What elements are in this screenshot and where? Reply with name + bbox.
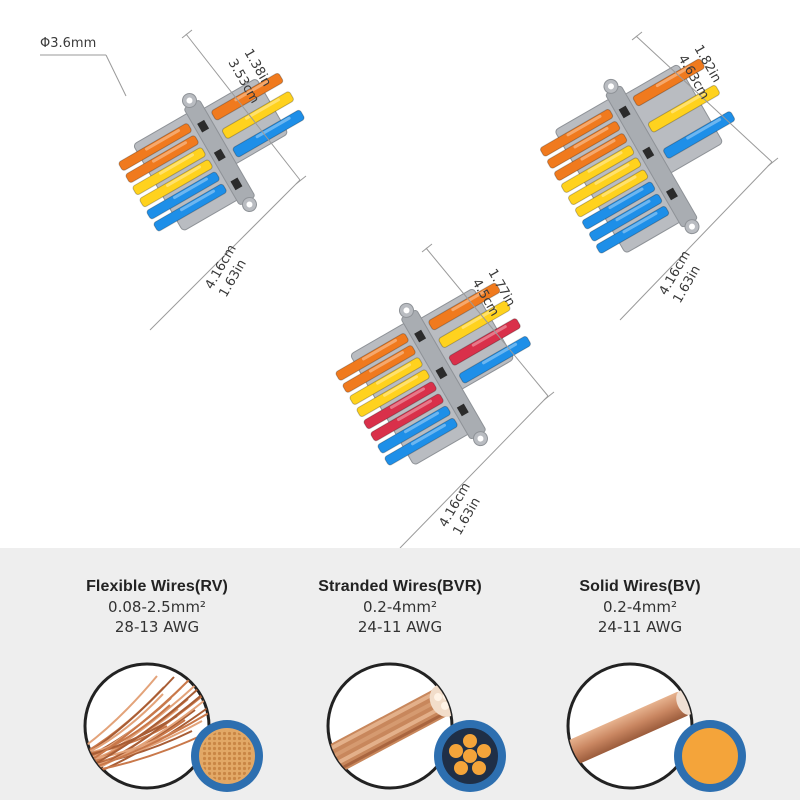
- lever-red[interactable]: [370, 393, 444, 442]
- lever-yellow[interactable]: [139, 159, 213, 208]
- wire-cross-section: 0.2-4mm²: [362, 598, 438, 616]
- lever-orange[interactable]: [632, 58, 705, 107]
- lever-orange[interactable]: [553, 133, 628, 182]
- lever-orange[interactable]: [125, 135, 199, 184]
- stranded-wire-icon: [326, 662, 506, 792]
- connector-9-3: [539, 58, 736, 254]
- lever-red[interactable]: [363, 381, 437, 430]
- lever-blue[interactable]: [153, 183, 227, 232]
- wire-awg: 24-11 AWG: [357, 618, 443, 636]
- hole-label-leader: [105, 54, 127, 97]
- dimensions-c3: 1.77in 4.5cm 4.16cm 1.63in: [399, 243, 555, 549]
- wire-cross-section: 0.08-2.5mm²: [108, 598, 206, 616]
- lever-orange[interactable]: [428, 282, 501, 331]
- lever-orange[interactable]: [211, 72, 284, 121]
- lever-yellow[interactable]: [356, 369, 430, 418]
- lever-yellow[interactable]: [567, 157, 642, 206]
- wire-type-solid: Solid Wires(BV) 0.2-4mm² 24-11 AWG: [520, 578, 760, 636]
- lever-red[interactable]: [448, 318, 521, 367]
- lever-yellow[interactable]: [438, 300, 511, 349]
- lever-orange[interactable]: [546, 121, 621, 170]
- lever-blue[interactable]: [458, 335, 531, 384]
- connector-6-3: [118, 72, 305, 232]
- wire-name: Stranded Wires(BVR): [318, 578, 482, 595]
- lever-blue[interactable]: [146, 171, 220, 220]
- lever-blue[interactable]: [232, 109, 305, 158]
- wire-type-stranded: Stranded Wires(BVR) 0.2-4mm² 24-11 AWG: [280, 578, 520, 636]
- wire-awg: 28-13 AWG: [114, 618, 200, 636]
- lever-blue[interactable]: [581, 181, 656, 230]
- lever-yellow[interactable]: [349, 357, 423, 406]
- wire-awg: 24-11 AWG: [597, 618, 683, 636]
- wire-name: Solid Wires(BV): [579, 578, 701, 595]
- lever-blue[interactable]: [384, 417, 458, 466]
- lever-orange[interactable]: [335, 333, 409, 382]
- lever-yellow[interactable]: [574, 169, 649, 218]
- hole-diameter-label: Φ3.6mm: [40, 36, 96, 51]
- wire-name: Flexible Wires(RV): [86, 578, 228, 595]
- lever-orange[interactable]: [342, 345, 416, 394]
- wire-type-flexible: Flexible Wires(RV) 0.08-2.5mm² 28-13 AWG: [37, 578, 277, 636]
- connectors-svg: Φ3.6mm 1.38in 3.53cm 4.16cm 1.63in: [40, 29, 779, 549]
- lever-yellow[interactable]: [132, 147, 206, 196]
- lever-blue[interactable]: [377, 405, 451, 454]
- lever-orange[interactable]: [539, 108, 614, 157]
- lever-blue[interactable]: [588, 193, 663, 242]
- wire-types-panel: Flexible Wires(RV) 0.08-2.5mm² 28-13 AWG…: [0, 548, 800, 800]
- lever-blue[interactable]: [595, 205, 670, 254]
- lever-yellow[interactable]: [560, 145, 635, 194]
- connectors-illustration: Φ3.6mm 1.38in 3.53cm 4.16cm 1.63in: [40, 29, 779, 549]
- lever-blue[interactable]: [663, 111, 736, 160]
- connector-8-4: [335, 282, 531, 466]
- wire-cross-section: 0.2-4mm²: [602, 598, 678, 616]
- lever-yellow[interactable]: [221, 91, 294, 140]
- flexible-wire-icon: [83, 662, 263, 792]
- lever-orange[interactable]: [118, 123, 192, 172]
- solid-wire-icon: [566, 662, 746, 792]
